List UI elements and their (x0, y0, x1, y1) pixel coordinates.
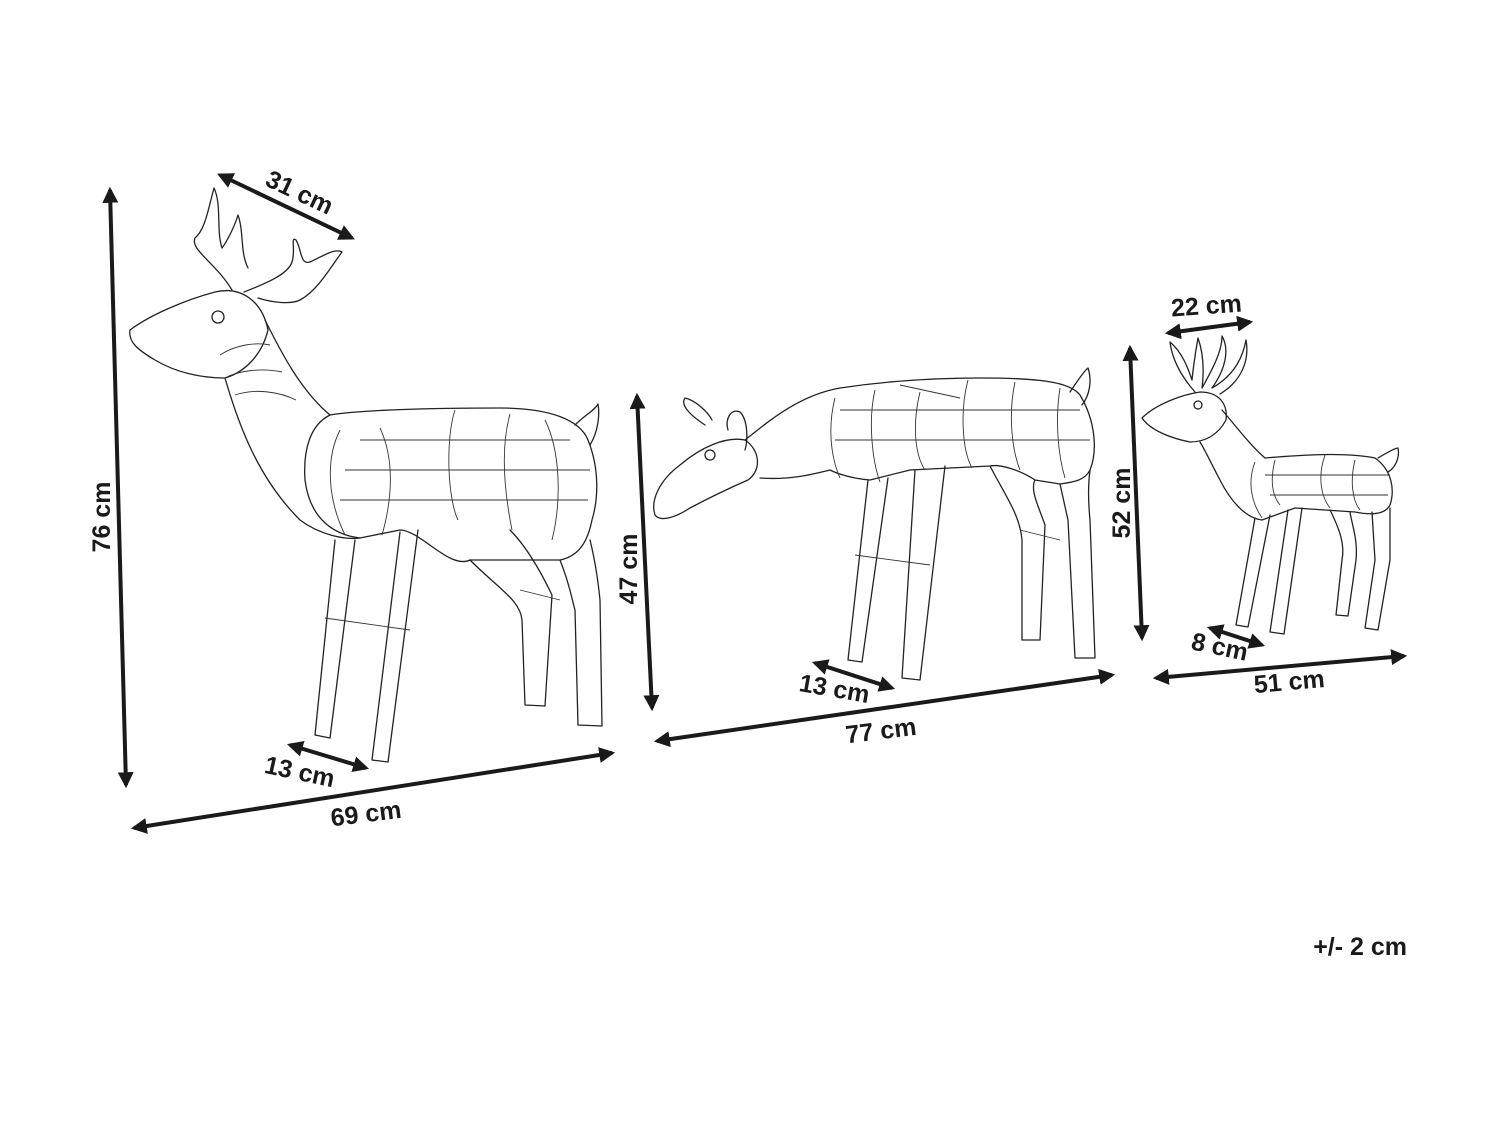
tolerance-note: +/- 2 cm (1313, 933, 1407, 961)
small-reindeer-leg-depth-label: 8 cm (1189, 628, 1251, 667)
small-reindeer-hind-leg-2 (1364, 507, 1391, 631)
small-reindeer-hind-leg-1 (1329, 509, 1358, 617)
small-reindeer-front-leg-1 (1235, 514, 1271, 628)
dimension-labels: 31 cm 76 cm 13 cm 69 cm 47 cm 13 cm 77 c… (88, 165, 1407, 961)
large-reindeer-antler-width-arrow (217, 173, 355, 240)
small-reindeer-tail (1377, 447, 1400, 473)
large-reindeer-height-arrow (102, 186, 134, 789)
large-reindeer-front-leg-2 (371, 529, 419, 763)
dimension-lines (102, 173, 1408, 834)
small-reindeer-antlers (1169, 335, 1248, 395)
large-reindeer-front-leg-1 (314, 539, 356, 739)
large-reindeer-hind-leg-2 (559, 539, 603, 727)
grazing-reindeer-eye (704, 449, 716, 461)
small-reindeer-length-label: 51 cm (1253, 665, 1326, 699)
grazing-reindeer-front-leg-2 (901, 465, 946, 681)
grazing-reindeer-length-label: 77 cm (844, 713, 918, 749)
small-reindeer-body (1199, 409, 1393, 521)
large-reindeer-eye (211, 310, 225, 324)
large-reindeer-head (129, 290, 269, 379)
grazing-reindeer-drawing (653, 367, 1096, 681)
small-reindeer-height-arrow (1122, 344, 1150, 642)
large-reindeer-height-label: 76 cm (88, 482, 116, 553)
small-reindeer-eye (1193, 400, 1203, 410)
grazing-reindeer-head (653, 438, 759, 520)
small-reindeer-front-leg-2 (1269, 507, 1303, 635)
grazing-reindeer-hind-leg-1 (989, 465, 1046, 641)
large-reindeer-length-label: 69 cm (329, 796, 403, 832)
small-reindeer-length-arrow (1152, 649, 1408, 685)
grazing-reindeer-front-leg-1 (847, 477, 889, 663)
small-reindeer-drawing (1141, 335, 1400, 635)
small-reindeer-height-label: 52 cm (1108, 468, 1136, 539)
small-reindeer-antler-width-arrow (1164, 315, 1254, 340)
grazing-reindeer-ears (683, 397, 748, 451)
small-reindeer-head (1141, 391, 1227, 443)
small-reindeer-antler-width-label: 22 cm (1170, 290, 1243, 323)
grazing-reindeer-tail (1069, 367, 1091, 406)
grazing-reindeer-body (744, 377, 1095, 485)
grazing-reindeer-height-label: 47 cm (615, 534, 643, 605)
large-reindeer-length-arrow (130, 747, 616, 834)
small-reindeer-leg-depth-arrow (1206, 624, 1266, 649)
grazing-reindeer-hind-leg-2 (1059, 469, 1096, 659)
large-reindeer-neck (224, 319, 361, 540)
grazing-reindeer-height-arrow (629, 392, 660, 712)
large-reindeer-hind-leg-1 (469, 529, 553, 707)
grazing-reindeer-length-arrow (653, 668, 1116, 748)
large-reindeer-tail (574, 403, 600, 446)
large-reindeer-drawing (129, 187, 603, 763)
grazing-reindeer-leg-depth-label: 13 cm (797, 669, 872, 709)
large-reindeer-body (304, 407, 598, 563)
